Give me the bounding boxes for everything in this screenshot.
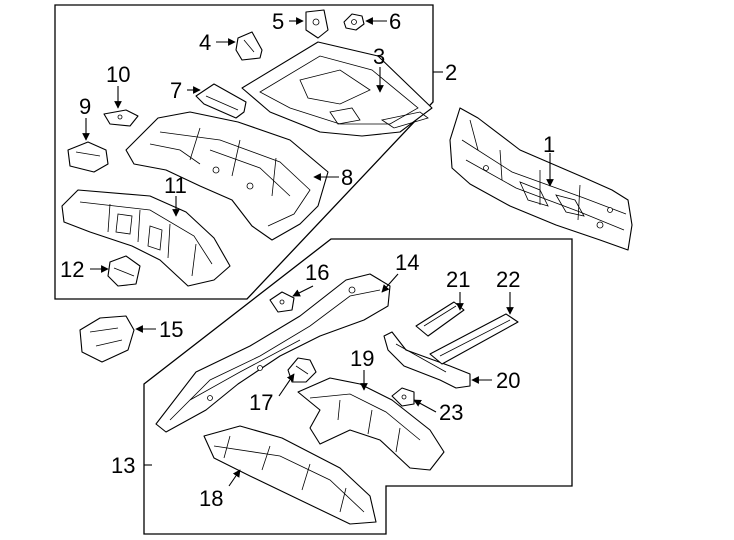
callout-5: 5 xyxy=(272,9,284,34)
part-6-nut[interactable] xyxy=(343,13,365,31)
group-13-frame xyxy=(143,238,573,535)
part-3-rear-floor-pan[interactable] xyxy=(241,41,433,137)
callout-15: 15 xyxy=(159,317,183,342)
part-17-bracket[interactable] xyxy=(287,357,317,383)
callout-6: 6 xyxy=(389,9,401,34)
callout-18: 18 xyxy=(199,486,223,511)
leader-lines xyxy=(82,17,554,487)
callout-1: 1 xyxy=(543,132,555,157)
part-9-bracket[interactable] xyxy=(67,141,109,173)
part-22-reinforcement[interactable] xyxy=(429,313,519,365)
part-21-reinforcement[interactable] xyxy=(415,301,465,337)
callout-labels: 1 2 3 4 5 6 7 8 9 10 11 12 13 14 15 16 1… xyxy=(60,9,555,511)
callout-3: 3 xyxy=(373,44,385,69)
callout-14: 14 xyxy=(395,250,419,275)
part-12-bracket[interactable] xyxy=(107,255,141,287)
callout-11: 11 xyxy=(164,173,187,198)
part-10-plate[interactable] xyxy=(103,109,139,127)
callout-19: 19 xyxy=(350,346,374,371)
part-1-rear-panel[interactable] xyxy=(449,107,633,251)
callout-22: 22 xyxy=(496,267,520,292)
part-19-rear-rail[interactable] xyxy=(297,377,445,471)
callout-20: 20 xyxy=(496,368,520,393)
part-7-reinforcement[interactable] xyxy=(195,83,247,119)
callout-7: 7 xyxy=(170,78,182,103)
part-20-reinforcement[interactable] xyxy=(383,331,471,389)
part-15-bracket[interactable] xyxy=(79,315,135,363)
callout-9: 9 xyxy=(79,94,91,119)
callout-16: 16 xyxy=(305,260,329,285)
part-16-clip[interactable] xyxy=(269,291,295,313)
callout-23: 23 xyxy=(439,400,463,425)
callout-4: 4 xyxy=(199,30,211,55)
part-5-bracket[interactable] xyxy=(305,9,329,39)
callout-10: 10 xyxy=(106,62,130,87)
part-11-crossmember[interactable] xyxy=(61,189,231,287)
callout-12: 12 xyxy=(60,257,84,282)
part-14-side-rail[interactable] xyxy=(155,273,391,433)
group-2-frame xyxy=(54,4,434,300)
callout-13: 13 xyxy=(111,453,135,478)
callout-8: 8 xyxy=(341,165,353,190)
part-23-bracket[interactable] xyxy=(391,387,415,407)
callout-2: 2 xyxy=(445,60,457,85)
callout-21: 21 xyxy=(446,267,470,292)
part-8-floor-pan[interactable] xyxy=(125,111,329,241)
part-4-bracket[interactable] xyxy=(235,31,263,61)
callout-17: 17 xyxy=(249,390,273,415)
part-18-sill-panel[interactable] xyxy=(203,425,377,525)
